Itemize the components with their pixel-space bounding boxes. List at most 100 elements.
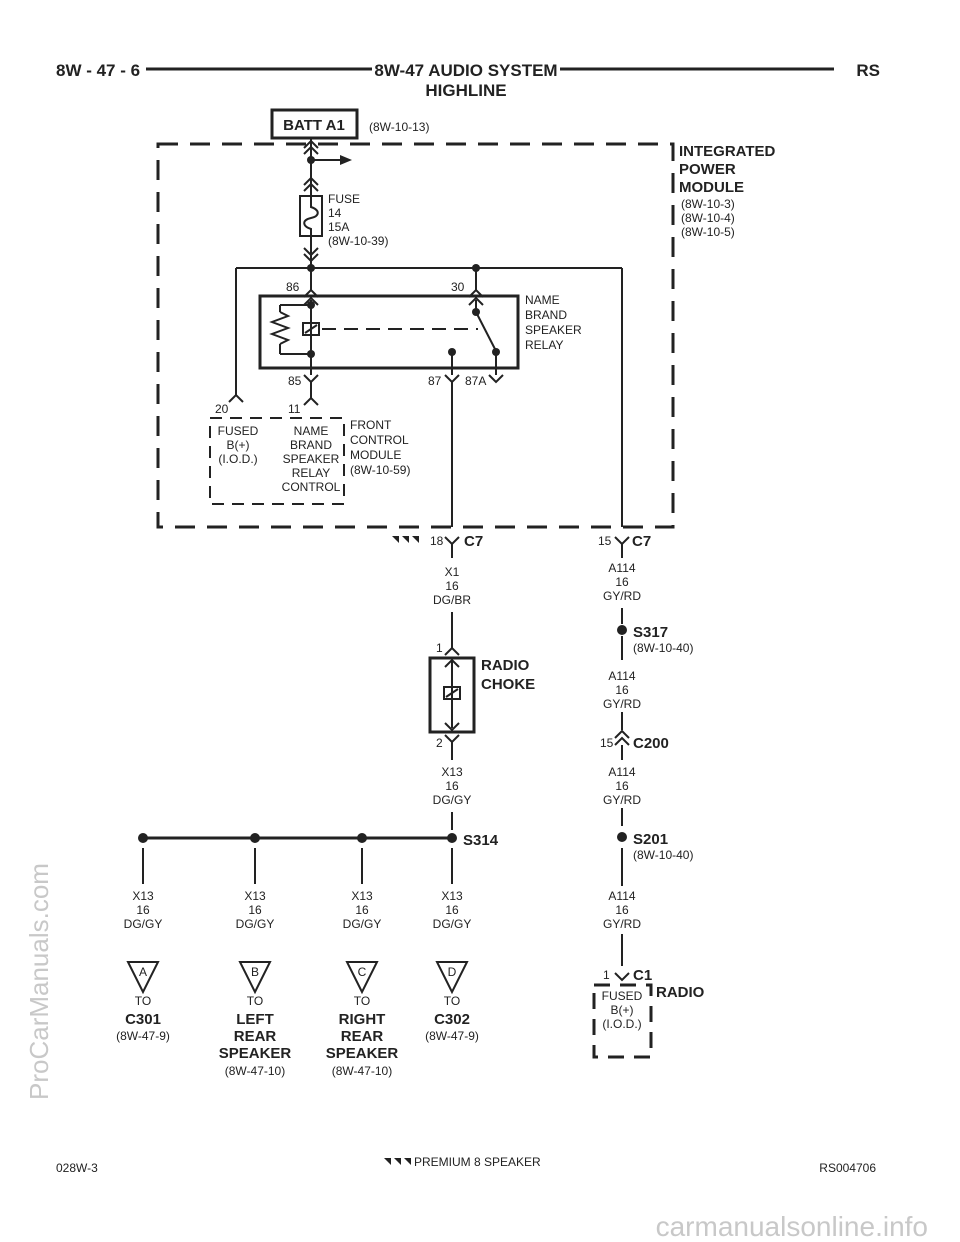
c7-right-pin: 15 <box>598 534 612 548</box>
fuse-ref: (8W-10-39) <box>328 234 388 248</box>
branch-wires <box>142 848 453 884</box>
x13-gauge-main: 16 <box>445 779 459 793</box>
branch-d-letter: D <box>448 965 457 979</box>
fcm-name-2: CONTROL <box>350 433 409 447</box>
fcm-fused-1: FUSED <box>218 424 259 438</box>
feed-arrow-icon <box>340 155 352 165</box>
ipm-name-3: MODULE <box>679 179 744 196</box>
branch-a-splice <box>138 833 148 843</box>
branch-b-dest-1: LEFT <box>236 1011 274 1028</box>
a114-circuit-1: A114 <box>608 561 635 575</box>
s201-ref: (8W-10-40) <box>633 848 693 862</box>
a114-circuit-4: A114 <box>608 889 635 903</box>
x13-circuit-main: X13 <box>441 765 463 779</box>
batt-a1-label: BATT A1 <box>283 117 345 134</box>
fcm-pin-20: 20 <box>215 402 229 416</box>
branch-c-dest-3: SPEAKER <box>326 1045 399 1062</box>
x1-gauge: 16 <box>445 579 459 593</box>
radio-fused-2: B(+) <box>610 1003 633 1017</box>
option-triangles-icon <box>392 536 419 543</box>
fcm-ctrl-2: BRAND <box>290 438 332 452</box>
branch-b-to: TO <box>247 994 263 1008</box>
choke-coil-icon <box>443 658 461 732</box>
branch-d-dest-1: C302 <box>434 1011 470 1028</box>
s201-label: S201 <box>633 831 668 848</box>
fcm-ctrl-1: NAME <box>294 424 329 438</box>
header: 8W - 47 - 6 8W-47 AUDIO SYSTEM HIGHLINE … <box>56 61 880 100</box>
x1-circuit: X1 <box>445 565 460 579</box>
branch-c-circuit: X13 <box>351 889 373 903</box>
fuse-feed-splice <box>307 156 315 164</box>
c7-right-label: C7 <box>632 533 651 550</box>
branch-c-ref: (8W-47-10) <box>332 1064 392 1078</box>
branch-a-circuit: X13 <box>132 889 154 903</box>
choke-name-2: CHOKE <box>481 676 535 693</box>
radio-boundary <box>592 983 653 1059</box>
branch-c-letter: C <box>358 965 367 979</box>
branch-c-dest-1: RIGHT <box>339 1011 386 1028</box>
branch-b-splice <box>250 833 260 843</box>
fcm-ctrl-3: SPEAKER <box>283 452 340 466</box>
a114-color-3: GY/RD <box>603 793 641 807</box>
footer-right: RS004706 <box>819 1161 876 1175</box>
fcm-fused-2: B(+) <box>226 438 249 452</box>
branch-a-dest-1: C301 <box>125 1011 161 1028</box>
a114-circuit-2: A114 <box>608 669 635 683</box>
branch-c-dest-2: REAR <box>341 1028 384 1045</box>
page-subtitle: HIGHLINE <box>425 81 506 100</box>
bus-splice-2 <box>472 264 480 272</box>
fcm-ref: (8W-10-59) <box>350 463 410 477</box>
relay-contact-87a <box>492 348 500 356</box>
relay-contact-common <box>472 308 480 316</box>
a114-gauge-3: 16 <box>615 779 629 793</box>
batt-a1-box <box>270 108 359 140</box>
relay-pin-30: 30 <box>451 280 465 294</box>
footer-left: 028W-3 <box>56 1161 98 1175</box>
branch-a-offpage-icon <box>126 961 160 995</box>
legend-triangles-icon <box>384 1158 411 1165</box>
relay-pin-87: 87 <box>428 374 442 388</box>
a114-gauge-2: 16 <box>615 683 629 697</box>
relay-pin-86: 86 <box>286 280 300 294</box>
relay-pin-85: 85 <box>288 374 302 388</box>
branch-a-gauge: 16 <box>136 903 150 917</box>
fcm-ctrl-4: RELAY <box>292 466 330 480</box>
s317-ref: (8W-10-40) <box>633 641 693 655</box>
branch-d-ref: (8W-47-9) <box>425 1029 479 1043</box>
fcm-name-1: FRONT <box>350 418 392 432</box>
branch-b-dest-2: REAR <box>234 1028 277 1045</box>
fcm-boundary <box>209 417 345 505</box>
branch-b-ref: (8W-47-10) <box>225 1064 285 1078</box>
a114-color-4: GY/RD <box>603 917 641 931</box>
relay-name-2: BRAND <box>525 308 567 322</box>
relay-node-2 <box>307 350 315 358</box>
x1-color: DG/BR <box>433 593 471 607</box>
relay-name-3: SPEAKER <box>525 323 582 337</box>
fuse-label-2: 14 <box>328 206 342 220</box>
choke-pin-1: 1 <box>436 641 443 655</box>
fcm-name-3: MODULE <box>350 448 401 462</box>
branch-b-gauge: 16 <box>248 903 262 917</box>
a114-color-1: GY/RD <box>603 589 641 603</box>
relay-out-wires <box>228 382 453 527</box>
branch-b-color: DG/GY <box>236 917 275 931</box>
branch-d-color: DG/GY <box>433 917 472 931</box>
c7-left-pin: 18 <box>430 534 444 548</box>
x13-color-main: DG/GY <box>433 793 472 807</box>
relay-node-1 <box>307 301 315 309</box>
relay-name-1: NAME <box>525 293 560 307</box>
relay-box <box>258 294 520 370</box>
ipm-name-1: INTEGRATED <box>679 143 776 160</box>
ipm-ref-2: (8W-10-4) <box>681 211 735 225</box>
ipm-name-2: POWER <box>679 161 736 178</box>
fuse-label-1: FUSE <box>328 192 360 206</box>
branch-a-to: TO <box>135 994 151 1008</box>
radio-fused-1: FUSED <box>602 989 643 1003</box>
fuse-label-3: 15A <box>328 220 349 234</box>
a114-gauge-1: 16 <box>615 575 629 589</box>
s201-splice <box>617 832 627 842</box>
page-ref: 8W - 47 - 6 <box>56 61 140 80</box>
fuse-feed <box>299 138 340 268</box>
ipm-ref-3: (8W-10-5) <box>681 225 735 239</box>
